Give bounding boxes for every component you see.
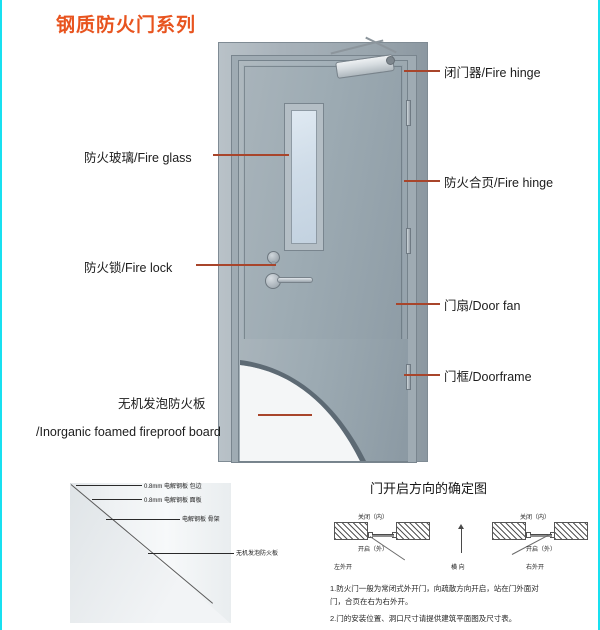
direction-note-line-2: 门，合页在右为右外开。 bbox=[330, 597, 413, 606]
section-label-framework: 电解钢板 骨架 bbox=[182, 517, 220, 523]
section-label-edge-wrap: 0.8mm 电解钢板 包边 bbox=[144, 484, 202, 490]
vision-panel-surround bbox=[284, 103, 324, 251]
left-diagram-label-closed: 关闭（内） bbox=[358, 515, 389, 521]
section-label-core-board: 无机发泡防火板 bbox=[236, 551, 279, 557]
direction-note-line-3: 2.门的安装位置、洞口尺寸请提供建筑平面图及尺寸表。 bbox=[330, 614, 517, 623]
fire-glass-pane bbox=[291, 110, 317, 244]
leader-line-fire-glass bbox=[213, 154, 289, 156]
right-diagram-wall-right bbox=[554, 522, 588, 540]
left-diagram-wall-left bbox=[334, 522, 368, 540]
direction-diagram-title: 门开启方向的确定图 bbox=[370, 481, 488, 496]
fire-door-illustration bbox=[218, 36, 428, 463]
core-cutaway bbox=[240, 339, 408, 461]
door-leaf bbox=[238, 60, 408, 462]
left-border-accent bbox=[0, 0, 2, 630]
left-diagram-label-bottom: 左外开 bbox=[334, 565, 353, 571]
section-label-face-panel: 0.8mm 电解钢板 面板 bbox=[144, 498, 202, 504]
leader-line-fire-lock bbox=[196, 264, 276, 266]
door-handle-lever bbox=[277, 277, 313, 283]
lock-cylinder-icon bbox=[267, 251, 280, 270]
panel-cross-section-diagram: 0.8mm 电解钢板 包边 0.8mm 电解钢板 面板 电解钢板 骨架 无机发泡… bbox=[60, 478, 310, 623]
center-axis-line bbox=[461, 529, 462, 553]
section-leader-3 bbox=[106, 519, 180, 520]
leader-line-doorframe bbox=[404, 374, 440, 376]
callout-door-closer: 闭门器/Fire hinge bbox=[444, 66, 541, 80]
callout-fire-lock: 防火锁/Fire lock bbox=[84, 261, 173, 275]
right-diagram-wall-left bbox=[492, 522, 526, 540]
hinge-icon-middle bbox=[406, 228, 411, 254]
center-axis-arrow-icon bbox=[458, 524, 464, 529]
right-diagram-label-open: 开启（外） bbox=[526, 547, 557, 553]
door-swing-direction-diagram: 门开启方向的确定图 关闭（内） 开启（外） 左外开 横 向 关闭（内） 开启（外… bbox=[330, 478, 596, 628]
callout-fire-hinge: 防火合页/Fire hinge bbox=[444, 176, 554, 190]
leader-line-fire-hinge bbox=[404, 180, 440, 182]
right-diagram-label-closed: 关闭（内） bbox=[520, 515, 551, 521]
leader-line-fireproof-board bbox=[258, 414, 312, 416]
leader-line-door-closer bbox=[404, 70, 440, 72]
callout-doorframe: 门框/Doorframe bbox=[444, 370, 532, 384]
right-border-accent bbox=[598, 0, 600, 630]
left-diagram-label-open: 开启（外） bbox=[358, 547, 389, 553]
section-leader-4 bbox=[148, 553, 234, 554]
callout-fire-glass: 防火玻璃/Fire glass bbox=[84, 151, 192, 165]
hinge-icon-bottom bbox=[406, 364, 411, 390]
page-title: 钢质防火门系列 bbox=[56, 15, 197, 36]
section-leader-2 bbox=[92, 499, 142, 500]
right-diagram-door-closed bbox=[530, 534, 552, 537]
callout-fireproof-board-en: /Inorganic foamed fireproof board bbox=[36, 425, 221, 439]
direction-note-line-1: 1.防火门一般为常闭式外开门，向疏散方向开启，站在门外面对 bbox=[330, 584, 539, 593]
left-diagram-door-closed bbox=[372, 534, 394, 537]
section-leader-1 bbox=[76, 485, 142, 486]
leader-line-door-fan bbox=[396, 303, 440, 305]
door-closer-pivot bbox=[386, 56, 395, 65]
right-diagram-label-bottom: 右外开 bbox=[526, 565, 545, 571]
left-diagram-wall-right bbox=[396, 522, 430, 540]
callout-fireproof-board-cn: 无机发泡防火板 bbox=[118, 397, 206, 411]
callout-door-fan: 门扇/Door fan bbox=[444, 299, 521, 313]
hinge-icon-top bbox=[406, 100, 411, 126]
center-axis-label: 横 向 bbox=[451, 565, 465, 571]
